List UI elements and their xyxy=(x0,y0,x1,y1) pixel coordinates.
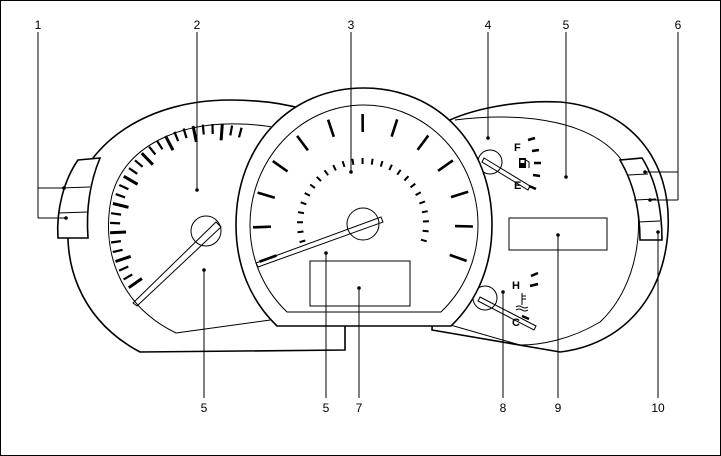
speedometer-tick xyxy=(372,159,373,165)
speedometer-cluster xyxy=(236,88,492,326)
callout-7: 7 xyxy=(356,401,363,415)
fuel-full-label: F xyxy=(514,142,521,154)
tachometer-tick xyxy=(221,124,222,140)
callout-1: 1 xyxy=(35,18,42,32)
temp-hot-label: H xyxy=(512,280,520,292)
temp-cold-label: C xyxy=(512,317,520,329)
speedometer-tick xyxy=(253,227,271,228)
callout-6: 6 xyxy=(675,18,682,32)
callout-5-center: 5 xyxy=(323,401,330,415)
speedometer-tick xyxy=(422,211,428,212)
tachometer-tick xyxy=(111,241,121,242)
callout-9: 9 xyxy=(555,401,562,415)
fuel-empty-label: E xyxy=(514,180,521,192)
callout-8: 8 xyxy=(500,401,507,415)
speedometer-tick xyxy=(352,159,353,165)
tachometer-tick xyxy=(110,232,126,233)
callout-3: 3 xyxy=(348,18,355,32)
tachometer-tick xyxy=(110,223,120,224)
callout-4: 4 xyxy=(485,18,492,32)
callout-5-top: 5 xyxy=(563,18,570,32)
tachometer-tick xyxy=(203,125,204,135)
callout-10: 10 xyxy=(651,401,665,415)
speedometer-tick xyxy=(298,212,304,213)
tachometer-tick xyxy=(111,213,121,214)
callout-5-left: 5 xyxy=(201,401,208,415)
speedometer-tick xyxy=(423,231,429,232)
callout-2: 2 xyxy=(194,18,201,32)
speedometer-housing xyxy=(236,88,492,326)
speedometer-tick xyxy=(298,232,304,233)
